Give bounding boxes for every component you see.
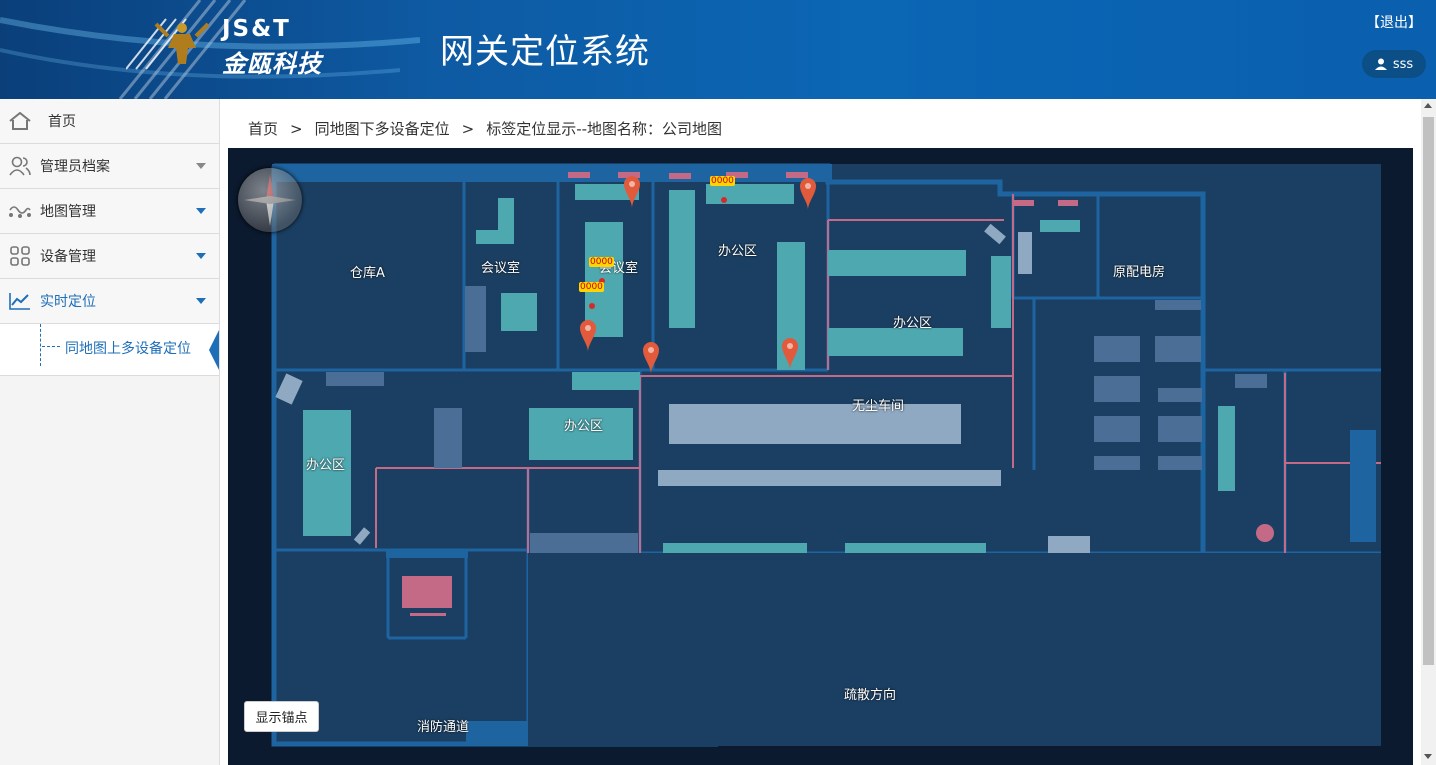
location-marker-1 (624, 176, 640, 208)
header-stripes (0, 0, 420, 99)
room-label-clean-room: 无尘车间 (852, 399, 905, 414)
username: sss (1392, 56, 1414, 72)
room-label-distribution: 原配电房 (1113, 265, 1166, 280)
chevron-down-icon (196, 208, 206, 214)
floor-map[interactable]: 仓库A 会议室 会议室 办公区 原配电房 办公区 无尘车间 办公区 办公区 疏散… (228, 148, 1413, 765)
room-label-warehouse-a: 仓库A (350, 266, 385, 281)
room-label-fire-exit: 消防通道 (417, 720, 470, 735)
chevron-down-icon (196, 163, 206, 169)
room-label-evacuation: 疏散方向 (844, 688, 897, 703)
room-label-office-mid: 办公区 (564, 419, 604, 434)
sidebar-item-label: 设备管理 (40, 249, 96, 265)
scroll-down-icon[interactable] (1424, 754, 1432, 759)
tag-label-3[interactable]: 0000 (579, 282, 604, 292)
tag-label-2[interactable]: 0000 (589, 257, 614, 267)
room-label-office-right: 办公区 (893, 316, 933, 331)
location-marker-4 (643, 342, 659, 374)
tree-line (40, 324, 41, 366)
chevron-down-icon (196, 298, 206, 304)
sidebar-item-realtime[interactable]: 实时定位 (0, 279, 219, 324)
sidebar-item-label: 实时定位 (40, 294, 96, 310)
room-label-office-top: 办公区 (718, 244, 758, 259)
logo-text-cn: 金瓯科技 (222, 50, 322, 78)
user-badge[interactable]: sss (1362, 50, 1426, 78)
location-marker-2 (800, 178, 816, 210)
compass-icon (238, 168, 302, 232)
map-icon (0, 189, 40, 234)
sidebar: 首页 管理员档案 地图管理 设备管理 实时定位 同地图上多设备定位 (0, 99, 220, 765)
show-anchors-button[interactable]: 显示锚点 (244, 701, 319, 732)
breadcrumb: 首页>同地图下多设备定位>标签定位显示--地图名称：公司地图 (248, 120, 723, 138)
page-scrollbar[interactable] (1421, 99, 1436, 765)
location-marker-3 (580, 320, 596, 352)
sidebar-item-label: 地图管理 (40, 204, 96, 220)
room-label-office-left: 办公区 (306, 458, 346, 473)
breadcrumb-home[interactable]: 首页 (248, 120, 279, 138)
users-icon (0, 144, 40, 189)
breadcrumb-level2: 标签定位显示--地图名称：公司地图 (486, 120, 723, 138)
company-logo: JS&T 金瓯科技 (126, 14, 336, 78)
sidebar-item-map[interactable]: 地图管理 (0, 189, 219, 234)
tag-label-1[interactable]: 0000 (710, 176, 735, 186)
sidebar-subitem-label: 同地图上多设备定位 (65, 341, 191, 357)
scroll-thumb[interactable] (1423, 117, 1434, 665)
sidebar-subitem-multi-device[interactable]: 同地图上多设备定位 (0, 324, 219, 376)
sidebar-item-device[interactable]: 设备管理 (0, 234, 219, 279)
active-indicator (209, 330, 219, 370)
chart-line-icon (0, 279, 40, 324)
location-marker-5 (782, 338, 798, 370)
sidebar-item-label: 首页 (48, 114, 76, 130)
app-header: JS&T 金瓯科技 网关定位系统 【退出】 sss (0, 0, 1436, 99)
system-title: 网关定位系统 (440, 32, 650, 72)
chevron-down-icon (196, 253, 206, 259)
floor-plan (244, 163, 1381, 747)
home-icon (0, 99, 40, 144)
tree-branch (42, 346, 60, 347)
breadcrumb-level1[interactable]: 同地图下多设备定位 (314, 120, 450, 138)
scroll-up-icon[interactable] (1424, 103, 1432, 108)
logo-figure-icon (126, 18, 210, 70)
sidebar-item-home[interactable]: 首页 (0, 99, 219, 144)
room-label-meeting-1: 会议室 (481, 261, 521, 276)
user-icon (1374, 58, 1387, 70)
logout-link[interactable]: 【退出】 (1366, 15, 1422, 31)
sidebar-item-admin[interactable]: 管理员档案 (0, 144, 219, 189)
logo-text-en: JS&T (222, 16, 291, 42)
sidebar-item-label: 管理员档案 (40, 159, 110, 175)
grid-icon (0, 234, 40, 279)
